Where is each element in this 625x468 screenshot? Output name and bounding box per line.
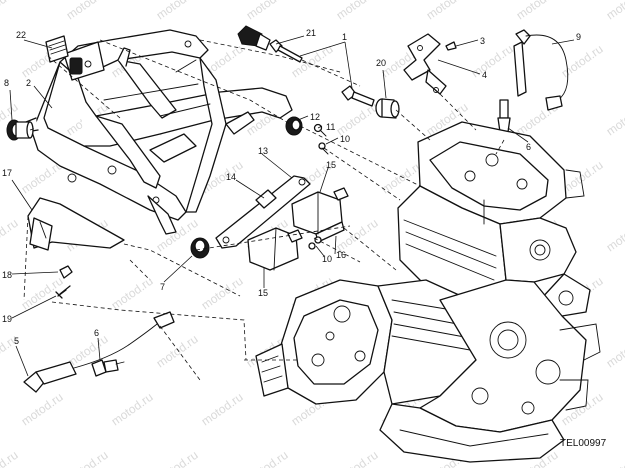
callout-1: 1 (342, 32, 347, 42)
callout-3: 3 (480, 36, 485, 46)
watermark-text: motod.ru (334, 0, 381, 22)
callout-9: 9 (576, 32, 581, 42)
callout-6-lower: 6 (94, 328, 99, 338)
watermark-text: motod.ru (559, 42, 606, 81)
frame-part (25, 29, 293, 235)
callout-10-upper: 10 (340, 134, 350, 144)
callout-11: 11 (326, 122, 335, 132)
grommet-part (285, 116, 303, 136)
callout-labels: 22 2 8 21 1 3 4 9 20 6 12 11 10 13 14 15… (2, 28, 581, 346)
watermark-text: motod.ru (514, 0, 561, 22)
watermark-text: motod.ru (289, 42, 336, 81)
spark-plug-part (91, 359, 125, 377)
watermark-text: motod.ru (199, 274, 246, 313)
watermark-text: motod.ru (109, 274, 156, 313)
assembly-lines (23, 39, 505, 381)
coil-bracket-part (403, 33, 447, 95)
callout-13: 13 (258, 146, 268, 156)
watermark-text: motod.ru (0, 0, 21, 22)
spark-plug-cap-part (513, 29, 569, 111)
through-bolt-part (341, 85, 375, 107)
rubber-bushing-part (6, 119, 34, 141)
frame-grommet-part (190, 237, 210, 259)
callout-15-upper: 15 (326, 160, 336, 170)
watermark-text: motod.ru (244, 0, 291, 22)
watermark-text: motod.ru (604, 332, 625, 371)
engine-part (255, 121, 601, 463)
callout-21: 21 (306, 28, 316, 38)
watermark-text: motod.ru (469, 42, 516, 81)
watermark-text: motod.ru (604, 448, 625, 468)
watermark-text: motod.ru (64, 0, 111, 22)
callout-6-upper: 6 (526, 142, 531, 152)
watermark-text: motod.ru (334, 100, 381, 139)
callout-7: 7 (160, 282, 165, 292)
watermark-text: motod.ru (0, 216, 21, 255)
callout-16: 16 (336, 250, 346, 260)
drawing-code: TEL00997 (560, 438, 607, 449)
screw-part (308, 236, 322, 250)
watermark-text: motod.ru (424, 0, 471, 22)
watermark-text: motod.ru (604, 100, 625, 139)
label-plate-part (45, 35, 69, 63)
callout-5: 5 (14, 336, 19, 346)
screw-part (55, 285, 71, 299)
callout-17: 17 (2, 168, 12, 178)
callout-4: 4 (482, 70, 487, 80)
watermark-text: motod.ru (154, 448, 201, 468)
heat-shield-part (27, 197, 125, 251)
callout-19: 19 (2, 314, 12, 324)
nut-part (59, 265, 73, 279)
leader-lines (9, 35, 575, 377)
watermark-text: motod.ru (0, 448, 21, 468)
callout-18: 18 (2, 270, 12, 280)
bushing-part (375, 98, 400, 119)
watermark-text: motod.ru (19, 390, 66, 429)
watermark-text: motod.ru (604, 0, 625, 22)
mounting-plate-part (215, 175, 311, 249)
watermark-text: motod.ru (334, 448, 381, 468)
watermark-text: motod.ru (154, 332, 201, 371)
callout-15-lower: 15 (258, 288, 268, 298)
callout-10-lower: 10 (322, 254, 332, 264)
ignition-coil-part (291, 187, 349, 243)
screw-part (445, 41, 457, 51)
watermark-text: motod.ru (64, 448, 111, 468)
upper-bushing-part (237, 25, 271, 51)
watermark-text: motod.ru (109, 390, 156, 429)
watermark-text: motod.ru (244, 448, 291, 468)
callout-2: 2 (26, 78, 31, 88)
watermark-text: motod.ru (604, 216, 625, 255)
callout-20: 20 (376, 58, 386, 68)
watermark-text: motod.ru (19, 274, 66, 313)
upper-bolt-part (269, 39, 303, 63)
screw-part (313, 123, 329, 155)
ignition-coil-part (247, 227, 303, 271)
callout-8: 8 (4, 78, 9, 88)
watermark-text: motod.ru (199, 390, 246, 429)
callout-14: 14 (226, 172, 236, 182)
watermark-text: motod.ru (154, 0, 201, 22)
callout-12: 12 (310, 112, 320, 122)
callout-22: 22 (16, 30, 26, 40)
